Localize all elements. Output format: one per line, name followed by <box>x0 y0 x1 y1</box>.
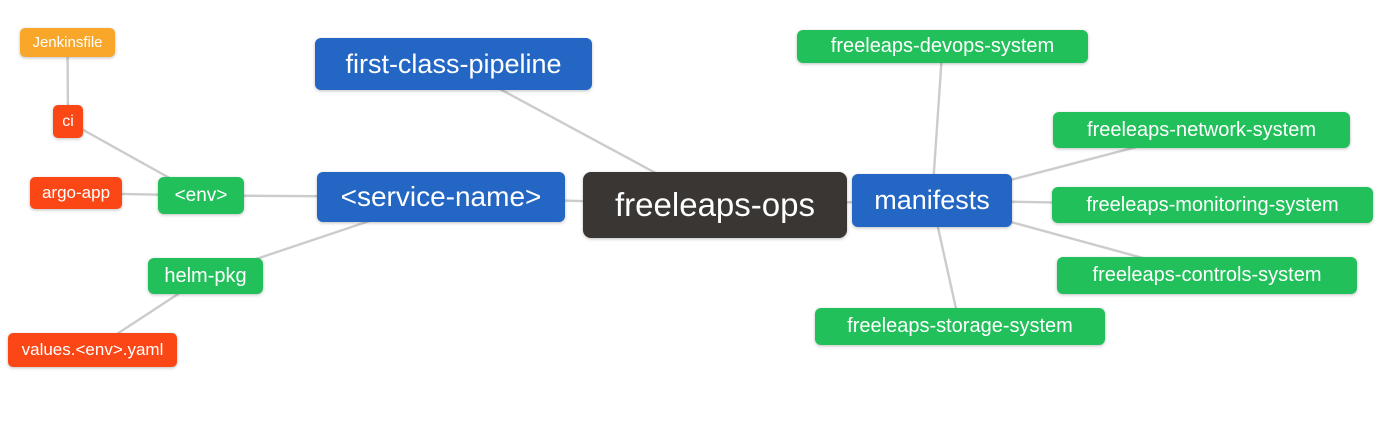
node-manifests[interactable]: manifests <box>852 174 1012 227</box>
node-freeleaps-monitoring-system[interactable]: freeleaps-monitoring-system <box>1052 187 1373 223</box>
node-freeleaps-controls-system[interactable]: freeleaps-controls-system <box>1057 257 1357 294</box>
node-values-env-yaml[interactable]: values.<env>.yaml <box>8 333 177 367</box>
node-freeleaps-ops-root[interactable]: freeleaps-ops <box>583 172 847 238</box>
node-env[interactable]: <env> <box>158 177 244 214</box>
node-freeleaps-devops-system[interactable]: freeleaps-devops-system <box>797 30 1088 63</box>
node-argo-app[interactable]: argo-app <box>30 177 122 209</box>
node-jenkinsfile[interactable]: Jenkinsfile <box>20 28 115 57</box>
node-ci[interactable]: ci <box>53 105 83 138</box>
node-freeleaps-network-system[interactable]: freeleaps-network-system <box>1053 112 1350 148</box>
node-freeleaps-storage-system[interactable]: freeleaps-storage-system <box>815 308 1105 345</box>
node-helm-pkg[interactable]: helm-pkg <box>148 258 263 294</box>
node-service-name[interactable]: <service-name> <box>317 172 565 222</box>
node-first-class-pipeline[interactable]: first-class-pipeline <box>315 38 592 90</box>
